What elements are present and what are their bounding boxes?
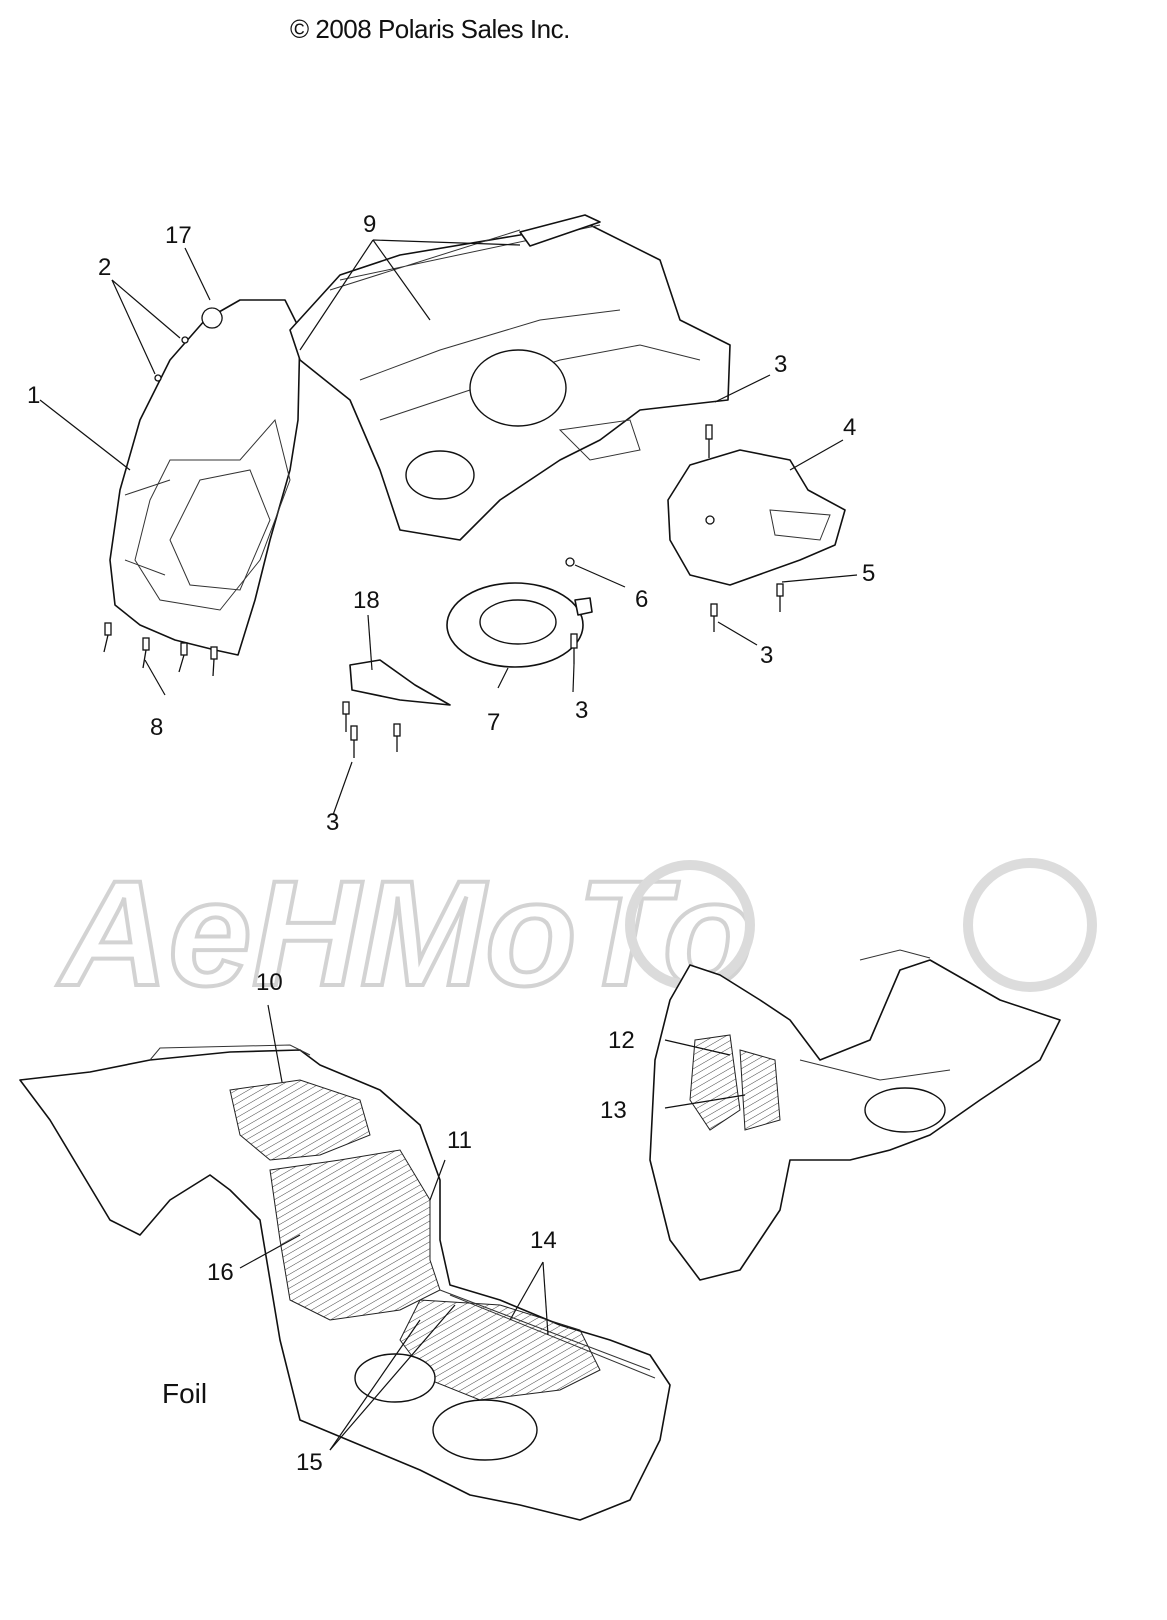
callout-15: 15 xyxy=(296,1449,323,1476)
callout-14: 14 xyxy=(530,1227,557,1254)
side-panel-part-1 xyxy=(109,299,301,656)
callout-3: 3 xyxy=(326,809,339,836)
fasteners xyxy=(103,307,784,758)
callout-6: 6 xyxy=(635,586,648,613)
callout-3: 3 xyxy=(760,642,773,669)
callout-12: 12 xyxy=(608,1027,635,1054)
callout-2: 2 xyxy=(98,254,111,281)
callout-3: 3 xyxy=(774,351,787,378)
callout-9: 9 xyxy=(363,211,376,238)
right-leader-lines xyxy=(664,1039,746,1109)
watermark: AeHMoTo xyxy=(54,847,1097,1019)
watermark-text: AeHMoTo xyxy=(56,849,754,1017)
callout-16: 16 xyxy=(207,1259,234,1286)
callout-labels: 1 2 3 3 3 3 4 5 6 7 8 9 10 11 12 13 14 1… xyxy=(27,211,875,1476)
callout-18: 18 xyxy=(353,587,380,614)
callout-4: 4 xyxy=(843,414,856,441)
copyright-text: © 2008 Polaris Sales Inc. xyxy=(290,14,570,44)
foil-note: Foil xyxy=(162,1378,207,1409)
callout-10: 10 xyxy=(256,969,283,996)
foil-assembly xyxy=(19,1044,671,1521)
callout-3: 3 xyxy=(575,697,588,724)
right-assembly xyxy=(649,949,1061,1281)
foil-leader-lines xyxy=(239,1004,549,1451)
callout-13: 13 xyxy=(600,1097,627,1124)
leader-lines xyxy=(39,239,858,816)
callout-7: 7 xyxy=(487,709,500,736)
callout-17: 17 xyxy=(165,222,192,249)
flange-part-7 xyxy=(446,582,593,668)
bracket-part-18 xyxy=(349,659,451,706)
footwell-part-9 xyxy=(289,214,731,541)
panel-part-4 xyxy=(667,449,846,586)
callout-11: 11 xyxy=(447,1127,472,1154)
callout-1: 1 xyxy=(27,382,40,409)
callout-5: 5 xyxy=(862,560,875,587)
callout-8: 8 xyxy=(150,714,163,741)
